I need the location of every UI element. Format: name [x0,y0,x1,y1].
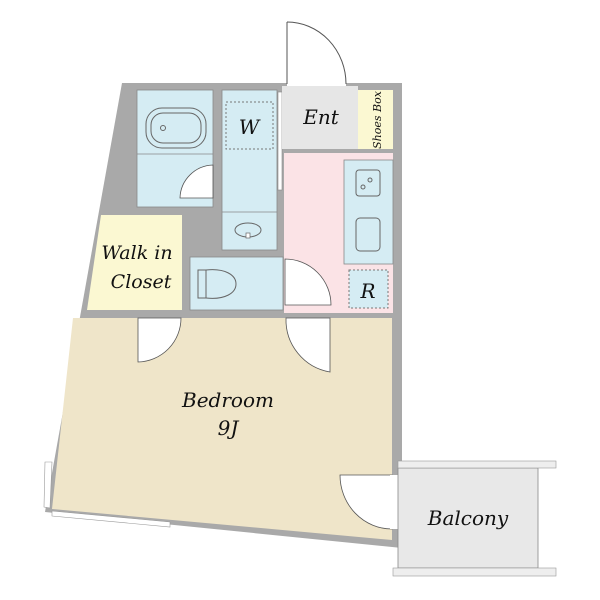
sliding-door [277,91,283,191]
balcony-rail-top [397,460,557,469]
kitchen [343,159,394,265]
bedroom-size: 9J [218,416,240,440]
walk-in-closet [87,215,182,310]
toilet-icon [197,269,237,299]
closet-label-line1: Walk in [101,242,172,264]
entrance [282,86,358,149]
closet-door-swing [137,317,182,363]
stove-icon [355,169,381,197]
bathtub-icon [145,107,207,149]
window-left [43,461,53,509]
shoes-box [358,90,393,149]
kitchen-sink-icon [355,217,381,252]
toilet-room [189,256,284,311]
entrance-door-gap [287,80,346,86]
window-bottom [51,510,171,528]
washer-space [225,101,274,150]
refrigerator-label: R [359,279,375,303]
washroom [221,89,278,251]
entrance-door-swing [286,21,347,85]
bath-door-swing [179,164,214,199]
bedroom [52,318,392,540]
entrance-label: Ent [302,105,339,129]
bedroom-door-swing [285,317,331,373]
shoes-box-label: Shoes Box [371,90,384,149]
balcony-label: Balcony [427,506,509,530]
balcony-rail-bottom [392,567,557,577]
washroom-label: W [239,115,261,139]
bedroom-label: Bedroom [181,388,274,412]
toilet-door-swing [284,258,332,306]
closet-label-line2: Closet [111,271,172,293]
balcony [397,467,539,569]
refrigerator-space [348,269,389,309]
